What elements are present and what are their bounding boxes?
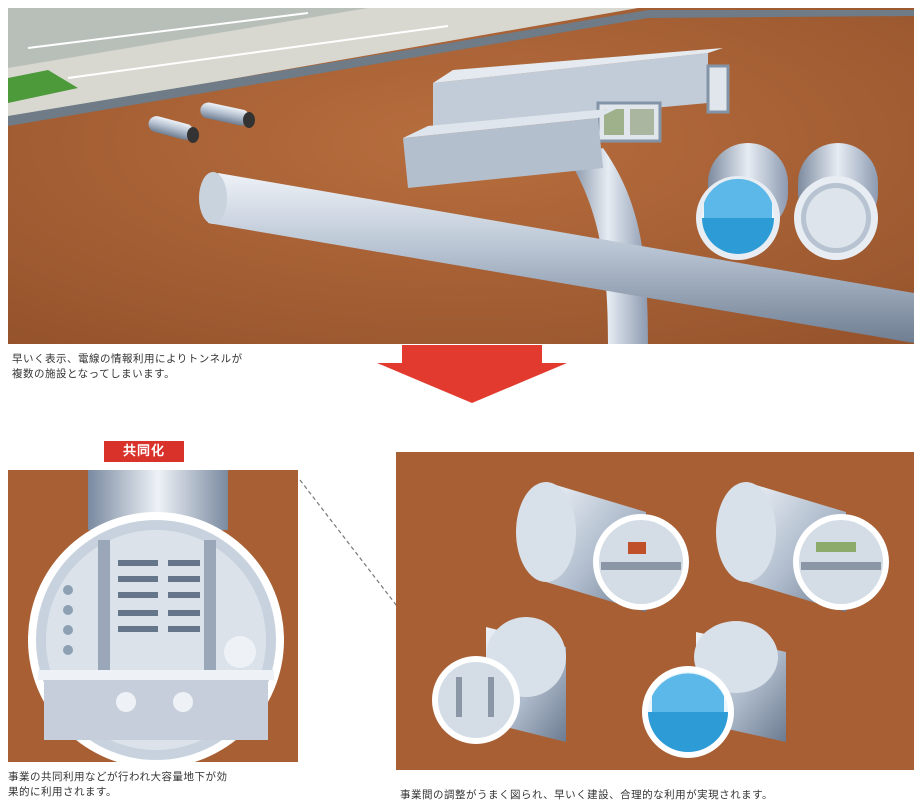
- utility-tunnel: [432, 617, 566, 744]
- small-pipe: [200, 102, 255, 128]
- box-culvert: [403, 108, 618, 188]
- large-pipe: [794, 143, 878, 260]
- shared-tunnel-illustration: [8, 470, 298, 762]
- road-tunnel: [516, 482, 689, 612]
- rail-tunnel: [716, 482, 889, 612]
- kyodo-label: 共同化: [104, 441, 184, 462]
- current-state-illustration: [8, 8, 914, 344]
- small-pipe: [148, 116, 199, 143]
- main-pipe: [199, 172, 914, 343]
- caption-current-state: 早いく表示、電線の情報利用によりトンネルが 複数の施設となってしまいます。: [12, 353, 243, 380]
- caption-shared-tunnel: 事業の共同利用などが行われ大容量地下が効 果的に利用されます。: [8, 771, 228, 798]
- water-pipe: [696, 143, 788, 260]
- box-culvert: [433, 48, 730, 143]
- organized-tunnels-illustration: [396, 452, 914, 770]
- water-tunnel: [642, 621, 786, 758]
- down-arrow-icon: [377, 345, 567, 403]
- caption-organized-tunnels: 事業間の調整がうまく図られ、早いく建設、合理的な利用が実現されます。: [400, 789, 774, 801]
